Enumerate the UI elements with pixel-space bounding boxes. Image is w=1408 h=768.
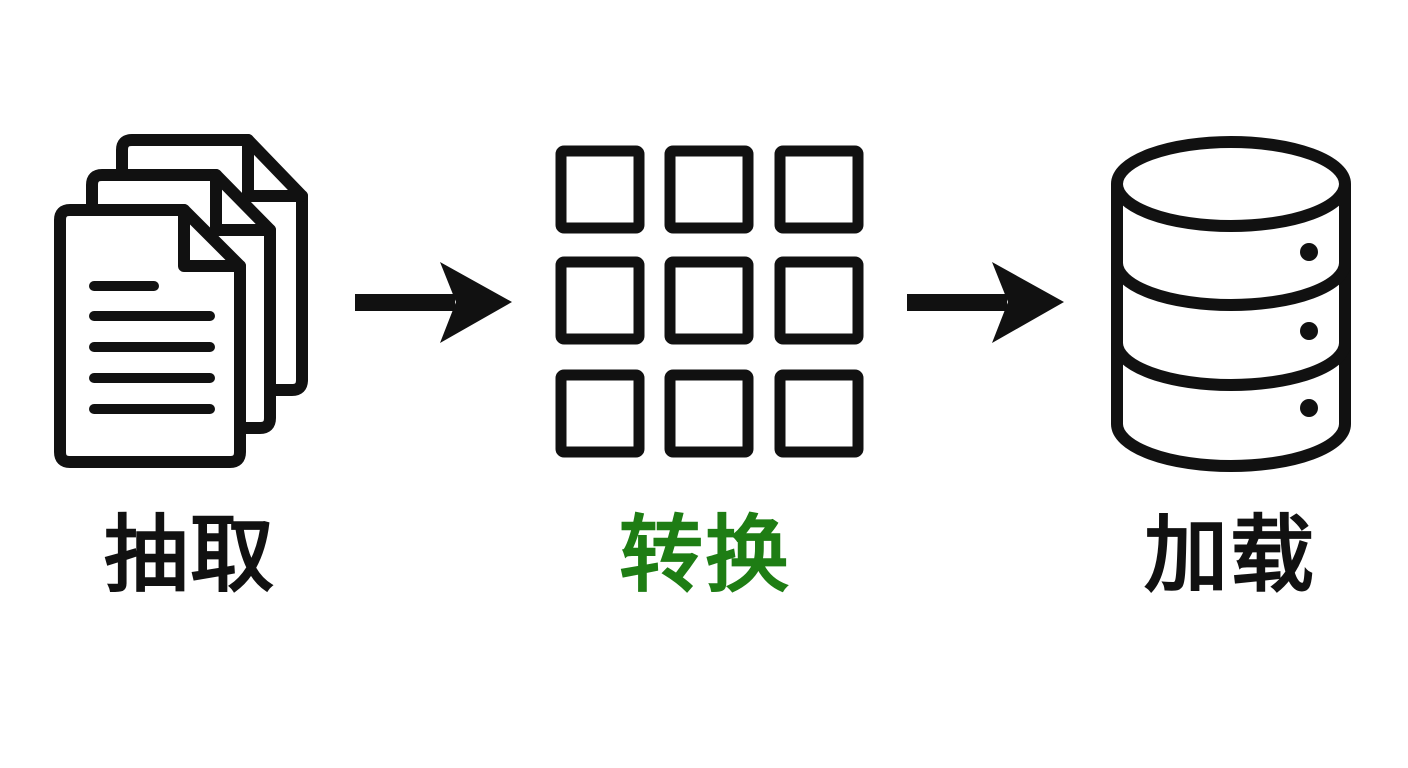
load-label-text: 加载 [1143, 506, 1316, 604]
step-label-extract: 抽取 [60, 505, 320, 605]
step-label-load: 加载 [1100, 505, 1360, 605]
transform-label-text: 转换 [618, 506, 791, 604]
extract-label-text: 抽取 [103, 506, 276, 604]
step-label-transform: 转换 [575, 505, 835, 605]
